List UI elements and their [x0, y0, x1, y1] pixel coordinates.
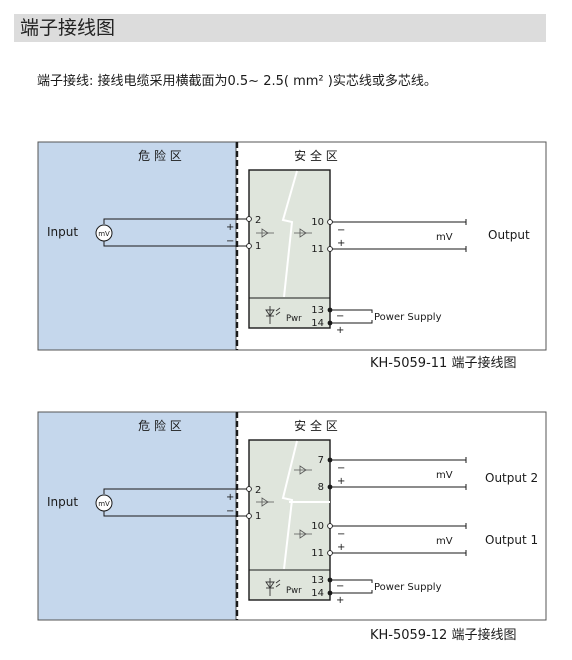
hazard-zone-label: 危 险 区 — [138, 148, 182, 163]
section-header: 端子接线图 — [14, 14, 546, 42]
wiring-description: 端子接线: 接线电缆采用横截面为0.5~ 2.5( mm² )实芯线或多芯线。 — [37, 74, 437, 89]
pwr-text: Pwr — [286, 586, 302, 596]
input-wire-pos — [103, 488, 247, 494]
output-2-label: Output 2 — [485, 471, 538, 485]
terminal-10-label: 10 — [311, 217, 324, 228]
input-arrow-icon — [256, 497, 274, 507]
safe-zone-label: 安 全 区 — [294, 418, 338, 433]
pwr-text: Pwr — [286, 314, 302, 324]
power-neg-sign: − — [336, 311, 344, 322]
terminal-10-label: 10 — [311, 521, 324, 532]
terminal-2-label: 2 — [255, 215, 261, 226]
power-wire-neg — [332, 309, 373, 313]
input-label: Input — [47, 495, 78, 509]
diagram-2-caption: KH-5059-12 端子接线图 — [370, 628, 517, 643]
power-led-icon — [265, 306, 281, 324]
input-neg-sign: − — [226, 236, 234, 247]
terminal-11 — [327, 550, 333, 556]
power-supply-label: Power Supply — [374, 312, 442, 323]
output-1-arrow-icon — [294, 465, 312, 475]
output-mv-label: mV — [436, 232, 453, 243]
output-1-pos-sign: + — [337, 542, 345, 553]
safe-zone-label: 安 全 区 — [294, 148, 338, 163]
terminal-2 — [246, 216, 252, 222]
page-title: 端子接线图 — [20, 17, 116, 39]
terminal-13 — [327, 307, 333, 313]
output-arrow-icon — [294, 228, 312, 238]
output-2-neg-sign: − — [337, 463, 345, 474]
terminal-13 — [327, 577, 333, 583]
mv-source-icon — [95, 494, 113, 512]
input-label: Input — [47, 225, 78, 239]
output-2-mv-label: mV — [436, 470, 453, 481]
terminal-14 — [327, 590, 333, 596]
terminal-2-label: 2 — [255, 485, 261, 496]
input-pos-sign: + — [226, 492, 234, 503]
terminal-13-label: 13 — [311, 305, 324, 316]
terminal-13-label: 13 — [311, 575, 324, 586]
terminal-10 — [327, 523, 333, 529]
terminal-1 — [246, 513, 252, 519]
input-pos-sign: + — [226, 222, 234, 233]
power-wire-pos — [332, 320, 373, 324]
power-wire-neg — [332, 579, 373, 583]
output-1-mv-label: mV — [436, 536, 453, 547]
power-pos-sign: + — [336, 595, 344, 606]
input-wire-neg — [103, 241, 247, 247]
wiring-diagram-2: 危 险 区 安 全 区 Pwr Input mV + − 2 1 7 8 − + — [37, 411, 547, 621]
input-neg-sign: − — [226, 506, 234, 517]
output-pos-sign: + — [337, 238, 345, 249]
input-wire-neg — [103, 511, 247, 517]
mv-source-label: mV — [98, 500, 110, 508]
power-pos-sign: + — [336, 325, 344, 336]
mv-source-label: mV — [98, 230, 110, 238]
diagram-1-caption: KH-5059-11 端子接线图 — [370, 356, 517, 371]
wiring-diagram-1: 危 险 区 安 全 区 Pwr Input mV + − 2 1 10 11 −… — [37, 141, 547, 351]
isolation-barrier — [281, 440, 298, 570]
terminal-11-label: 11 — [311, 244, 324, 255]
terminal-10 — [327, 219, 333, 225]
output-1-neg-sign: − — [337, 529, 345, 540]
terminal-1 — [246, 243, 252, 249]
terminal-11 — [327, 246, 333, 252]
isolation-barrier — [281, 170, 298, 298]
terminal-2 — [246, 486, 252, 492]
terminal-8-label: 8 — [318, 482, 324, 493]
terminal-1-label: 1 — [255, 241, 261, 252]
hazard-zone-label: 危 险 区 — [138, 418, 182, 433]
input-arrow-icon — [256, 228, 274, 238]
terminal-11-label: 11 — [311, 548, 324, 559]
power-neg-sign: − — [336, 581, 344, 592]
terminal-14 — [327, 320, 333, 326]
input-wire-pos — [103, 218, 247, 224]
output-2-pos-sign: + — [337, 476, 345, 487]
output-neg-sign: − — [337, 225, 345, 236]
terminal-7 — [327, 457, 333, 463]
terminal-1-label: 1 — [255, 511, 261, 522]
power-wire-pos — [332, 590, 373, 594]
output-2-arrow-icon — [294, 529, 312, 539]
terminal-7-label: 7 — [318, 455, 324, 466]
power-supply-label: Power Supply — [374, 582, 442, 593]
power-led-icon — [265, 578, 281, 596]
output-label: Output — [488, 228, 530, 242]
terminal-14-label: 14 — [311, 588, 324, 599]
terminal-8 — [327, 484, 333, 490]
mv-source-icon — [95, 224, 113, 242]
output-1-label: Output 1 — [485, 533, 538, 547]
terminal-14-label: 14 — [311, 318, 324, 329]
